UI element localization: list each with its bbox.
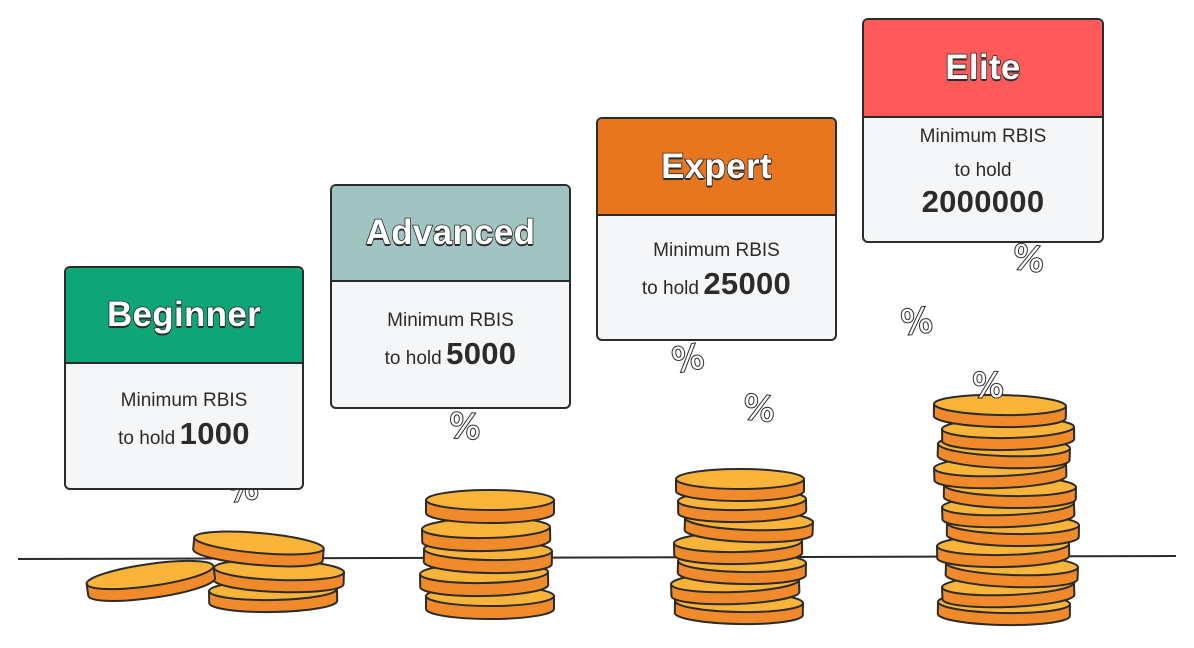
percent-icon: % (669, 337, 708, 382)
tier-card-beginner: Beginner Minimum RBIS to hold 1000 (64, 266, 304, 490)
tier-body: Minimum RBIS to hold 1000 (66, 364, 302, 452)
tier-body: Minimum RBIS to hold 25000 (598, 216, 835, 302)
tier-header-expert: Expert (598, 119, 835, 216)
requirement-suffix: to hold (954, 160, 1012, 181)
coin-stacks (85, 393, 1080, 627)
percent-icon: % (741, 387, 777, 430)
tier-body: Minimum RBIS to hold 2000000 (864, 118, 1102, 220)
percent-icon: % (899, 300, 935, 343)
percent-icon: % (447, 406, 482, 448)
tier-header-elite: Elite (864, 20, 1102, 118)
requirement-amount: 2000000 (921, 184, 1045, 219)
requirement-amount: 25000 (703, 266, 792, 301)
tier-card-elite: Elite Minimum RBIS to hold 2000000 (862, 18, 1104, 243)
percent-icon: % (1010, 237, 1048, 281)
tier-card-expert: Expert Minimum RBIS to hold 25000 (596, 117, 837, 341)
tier-header-advanced: Advanced (332, 186, 569, 282)
tier-body: Minimum RBIS to hold 5000 (332, 282, 569, 372)
tier-title: Elite (944, 47, 1021, 88)
tier-header-beginner: Beginner (66, 268, 302, 364)
coin (85, 559, 217, 602)
requirement-label: Minimum RBIS (919, 126, 1047, 147)
requirement-amount: 1000 (179, 416, 250, 451)
coin (932, 393, 1067, 429)
requirement-suffix: to hold (641, 278, 699, 299)
requirement-label: Minimum RBIS (387, 310, 514, 331)
requirement-suffix: to hold (384, 348, 442, 369)
tier-title: Beginner (106, 294, 262, 335)
coin (675, 468, 805, 502)
percent-signs: %%%%%%% (223, 236, 1049, 512)
requirement-label: Minimum RBIS (653, 240, 780, 261)
tier-card-advanced: Advanced Minimum RBIS to hold 5000 (330, 184, 571, 409)
tier-title: Expert (660, 146, 772, 187)
percent-icon: % (972, 366, 1004, 406)
coin (192, 530, 325, 568)
requirement-amount: 5000 (446, 336, 517, 371)
tier-title: Advanced (365, 212, 536, 253)
coin (425, 489, 555, 524)
requirement-label: Minimum RBIS (120, 390, 248, 411)
requirement-suffix: to hold (118, 428, 176, 449)
